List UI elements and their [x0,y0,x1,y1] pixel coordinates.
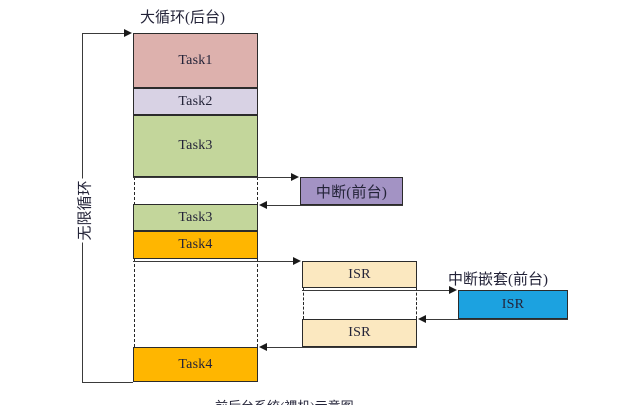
nested-isr-enter-line [302,290,450,291]
interrupt-return-line [267,205,403,206]
loop-label: 无限循环 [73,178,95,243]
task2-label: Task2 [178,93,213,109]
isr-return-arrow-icon [259,342,267,351]
nested-isr-enter-arrow-icon [449,285,457,294]
nested-isr-return-arrow-icon [418,314,426,323]
interrupt-box: 中断(前台) [300,177,403,205]
isr-upper-label: ISR [348,266,371,282]
loop-arrow-head-icon [124,28,132,37]
task3-resume-label: Task3 [178,209,213,225]
nested-interrupt-title: 中断嵌套(前台) [448,272,548,288]
nested-isr-label: ISR [501,296,525,312]
task3-block: Task3 [133,115,258,177]
task2-block: Task2 [133,88,258,115]
task-column-right-dashed [257,177,258,205]
bottom-caption: 前后台系统(裸机)示意图 [215,396,455,405]
isr-column-right-dashed [416,288,417,319]
interrupt-enter-line [133,177,292,178]
task1-block: Task1 [133,33,258,88]
isr-enter-arrow-icon [293,256,301,265]
nested-isr-return-line [426,319,568,320]
task4-resume-label: Task4 [178,356,213,372]
task1-label: Task1 [178,52,213,68]
isr-lower-label: ISR [348,325,371,340]
task4-resume-block: Task4 [133,347,258,382]
task4-block: Task4 [133,231,258,259]
nested-isr-block: ISR [458,290,568,319]
task3-resume-block: Task3 [133,204,258,231]
isr-block-upper: ISR [302,261,417,288]
interrupt-enter-arrow-icon [291,172,299,181]
isr-enter-line [133,261,294,262]
isr-return-line [267,347,417,348]
task-column-left-dashed [134,177,135,205]
isr-column-left-dashed [303,288,304,319]
loop-bracket-top [82,33,125,34]
interrupt-return-arrow-icon [259,200,267,209]
interrupt-label: 中断(前台) [315,184,388,201]
task-column-right-dashed-2 [257,259,258,347]
task3-label: Task3 [178,138,213,153]
loop-bracket-bottom [82,382,133,383]
task-column-left-dashed-2 [134,259,135,347]
task4-label: Task4 [178,237,213,252]
isr-block-lower: ISR [302,319,417,347]
page-title: 大循环(后台) [140,10,225,26]
